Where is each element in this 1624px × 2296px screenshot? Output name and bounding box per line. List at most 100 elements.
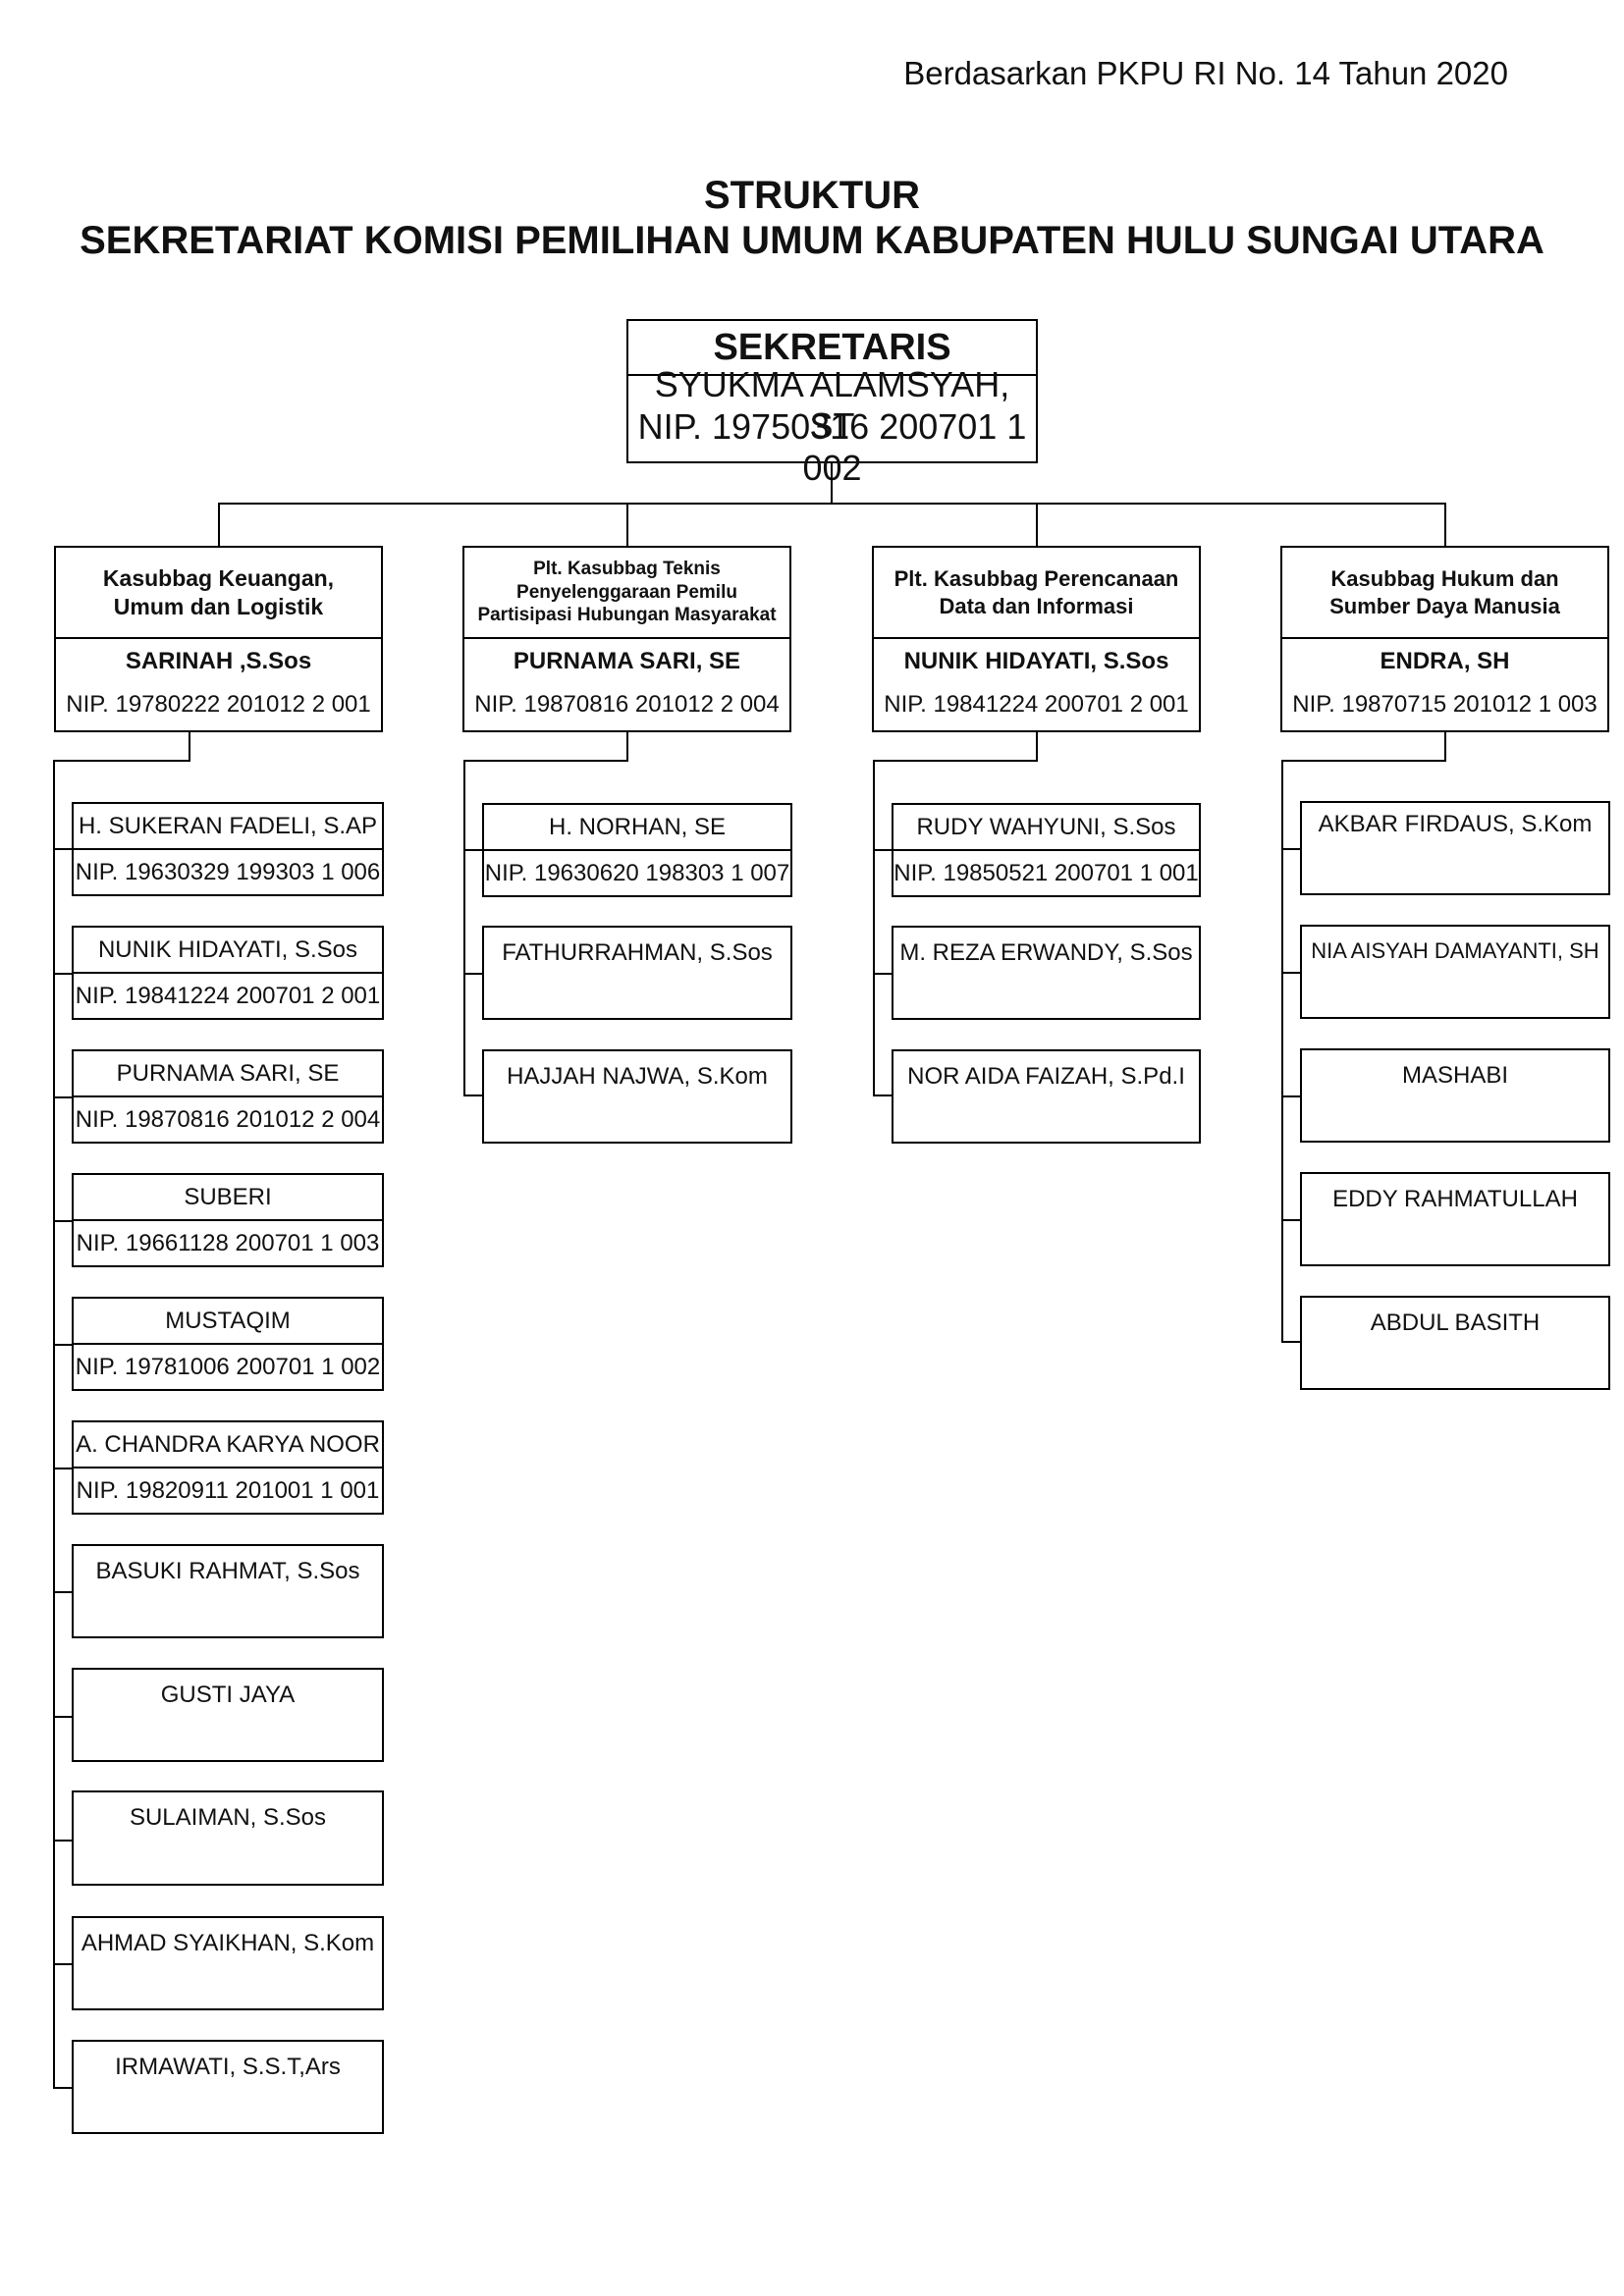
staff-name: AKBAR FIRDAUS, S.Kom — [1318, 811, 1593, 837]
staff-name: H. NORHAN, SE — [484, 805, 790, 851]
unit-head-nip: NIP. 19841224 200701 2 001 — [884, 690, 1189, 718]
connector-line — [463, 760, 628, 762]
connector-line — [53, 973, 73, 975]
unit-title: Kasubbag Keuangan, Umum dan Logistik — [56, 548, 381, 639]
staff-nip: NIP. 19781006 200701 1 002 — [75, 1353, 381, 1380]
staff-box: AHMAD SYAIKHAN, S.Kom — [72, 1916, 384, 2010]
connector-line — [463, 973, 483, 975]
staff-box: HAJJAH NAJWA, S.Kom — [482, 1049, 792, 1144]
staff-box: RUDY WAHYUNI, S.Sos NIP. 19850521 200701… — [892, 803, 1201, 897]
connector-line — [463, 1095, 483, 1096]
connector-line — [218, 503, 220, 547]
unit-head-box-teknis: Plt. Kasubbag Teknis Penyelenggaraan Pem… — [462, 546, 791, 732]
staff-box: ABDUL BASITH — [1300, 1296, 1610, 1390]
unit-title-line: Sumber Daya Manusia — [1329, 593, 1560, 618]
connector-line — [463, 760, 465, 1096]
connector-line — [53, 760, 190, 762]
unit-head-name: SARINAH ,S.Sos — [125, 647, 312, 674]
connector-line — [1281, 760, 1283, 1343]
connector-line — [1444, 503, 1446, 547]
connector-line — [53, 1716, 73, 1718]
staff-name: H. SUKERAN FADELI, S.AP — [74, 804, 382, 850]
connector-line — [831, 463, 833, 504]
connector-line — [1281, 760, 1446, 762]
connector-line — [1036, 503, 1038, 547]
staff-nip: NIP. 19870816 201012 2 004 — [75, 1105, 381, 1133]
connector-line — [53, 1591, 73, 1593]
page-title: STRUKTUR — [704, 174, 920, 217]
unit-head-nip: NIP. 19780222 201012 2 001 — [66, 690, 371, 718]
connector-line — [1281, 1341, 1301, 1343]
staff-box: PURNAMA SARI, SE NIP. 19870816 201012 2 … — [72, 1049, 384, 1144]
connector-line — [53, 1096, 73, 1098]
staff-nip: NIP. 19820911 201001 1 001 — [76, 1476, 380, 1504]
staff-nip: NIP. 19661128 200701 1 003 — [76, 1229, 380, 1256]
unit-head-box-hukum: Kasubbag Hukum dan Sumber Daya Manusia E… — [1280, 546, 1609, 732]
staff-name: NOR AIDA FAIZAH, S.Pd.I — [907, 1063, 1185, 1090]
unit-title-line: Partisipasi Hubungan Masyarakat — [477, 605, 777, 626]
connector-line — [873, 849, 893, 851]
unit-title-line: Kasubbag Keuangan, — [102, 564, 335, 591]
staff-name: SUBERI — [74, 1175, 382, 1221]
staff-box: M. REZA ERWANDY, S.Sos — [892, 926, 1201, 1020]
staff-name: BASUKI RAHMAT, S.Sos — [95, 1558, 360, 1584]
staff-name: MASHABI — [1401, 1062, 1509, 1089]
connector-line — [218, 503, 1446, 505]
unit-head-box-keuangan: Kasubbag Keuangan, Umum dan Logistik SAR… — [54, 546, 383, 732]
staff-name: ABDUL BASITH — [1370, 1309, 1541, 1336]
connector-line — [873, 1095, 893, 1096]
connector-line — [463, 849, 483, 851]
staff-box: H. NORHAN, SE NIP. 19630620 198303 1 007 — [482, 803, 792, 897]
staff-box: EDDY RAHMATULLAH — [1300, 1172, 1610, 1266]
staff-name: IRMAWATI, S.S.T,Ars — [115, 2054, 341, 2080]
unit-head-nip: NIP. 19870715 201012 1 003 — [1292, 690, 1597, 718]
connector-line — [53, 760, 55, 2089]
staff-box: A. CHANDRA KARYA NOOR NIP. 19820911 2010… — [72, 1420, 384, 1515]
connector-line — [626, 503, 628, 547]
staff-box: GUSTI JAYA — [72, 1668, 384, 1762]
staff-nip: NIP. 19630620 198303 1 007 — [484, 859, 790, 886]
unit-head-name: ENDRA, SH — [1380, 647, 1510, 674]
secretary-title: SEKRETARIS — [628, 321, 1036, 376]
staff-name: A. CHANDRA KARYA NOOR — [74, 1422, 382, 1468]
staff-name: NIA AISYAH DAMAYANTI, SH — [1311, 938, 1599, 963]
connector-line — [189, 732, 190, 761]
unit-title: Plt. Kasubbag Teknis Penyelenggaraan Pem… — [464, 548, 789, 639]
connector-line — [53, 848, 73, 850]
connector-line — [1281, 1219, 1301, 1221]
staff-name: SULAIMAN, S.Sos — [129, 1804, 327, 1831]
staff-nip: NIP. 19841224 200701 2 001 — [75, 982, 381, 1009]
staff-name: HAJJAH NAJWA, S.Kom — [507, 1063, 768, 1090]
staff-box: MUSTAQIM NIP. 19781006 200701 1 002 — [72, 1297, 384, 1391]
staff-box: IRMAWATI, S.S.T,Ars — [72, 2040, 384, 2134]
staff-name: MUSTAQIM — [74, 1299, 382, 1345]
connector-line — [1444, 732, 1446, 761]
connector-line — [53, 1344, 73, 1346]
unit-title-line: Penyelenggaraan Pemilu — [516, 581, 737, 603]
staff-nip: NIP. 19850521 200701 1 001 — [893, 859, 1199, 886]
staff-box: SUBERI NIP. 19661128 200701 1 003 — [72, 1173, 384, 1267]
connector-line — [1281, 848, 1301, 850]
connector-line — [873, 973, 893, 975]
unit-title: Kasubbag Hukum dan Sumber Daya Manusia — [1282, 548, 1607, 639]
connector-line — [53, 1468, 73, 1469]
connector-line — [1281, 972, 1301, 974]
staff-nip: NIP. 19630329 199303 1 006 — [75, 858, 381, 885]
unit-title-line: Umum dan Logistik — [113, 593, 324, 619]
staff-box: H. SUKERAN FADELI, S.AP NIP. 19630329 19… — [72, 802, 384, 896]
staff-name: NUNIK HIDAYATI, S.Sos — [74, 928, 382, 974]
staff-box: BASUKI RAHMAT, S.Sos — [72, 1544, 384, 1638]
secretary-name: SYUKMA ALAMSYAH, ST — [654, 364, 1010, 446]
connector-line — [53, 1840, 73, 1842]
unit-title-line: Plt. Kasubbag Perencanaan — [893, 566, 1179, 591]
staff-box: NOR AIDA FAIZAH, S.Pd.I — [892, 1049, 1201, 1144]
unit-title: Plt. Kasubbag Perencanaan Data dan Infor… — [874, 548, 1199, 639]
connector-line — [53, 1963, 73, 1965]
staff-name: GUSTI JAYA — [160, 1682, 296, 1708]
connector-line — [873, 760, 875, 1096]
connector-line — [53, 1220, 73, 1222]
staff-name: PURNAMA SARI, SE — [74, 1051, 382, 1097]
unit-head-box-perencanaan: Plt. Kasubbag Perencanaan Data dan Infor… — [872, 546, 1201, 732]
legal-basis-reference: Berdasarkan PKPU RI No. 14 Tahun 2020 — [903, 55, 1508, 91]
staff-box: AKBAR FIRDAUS, S.Kom — [1300, 801, 1610, 895]
